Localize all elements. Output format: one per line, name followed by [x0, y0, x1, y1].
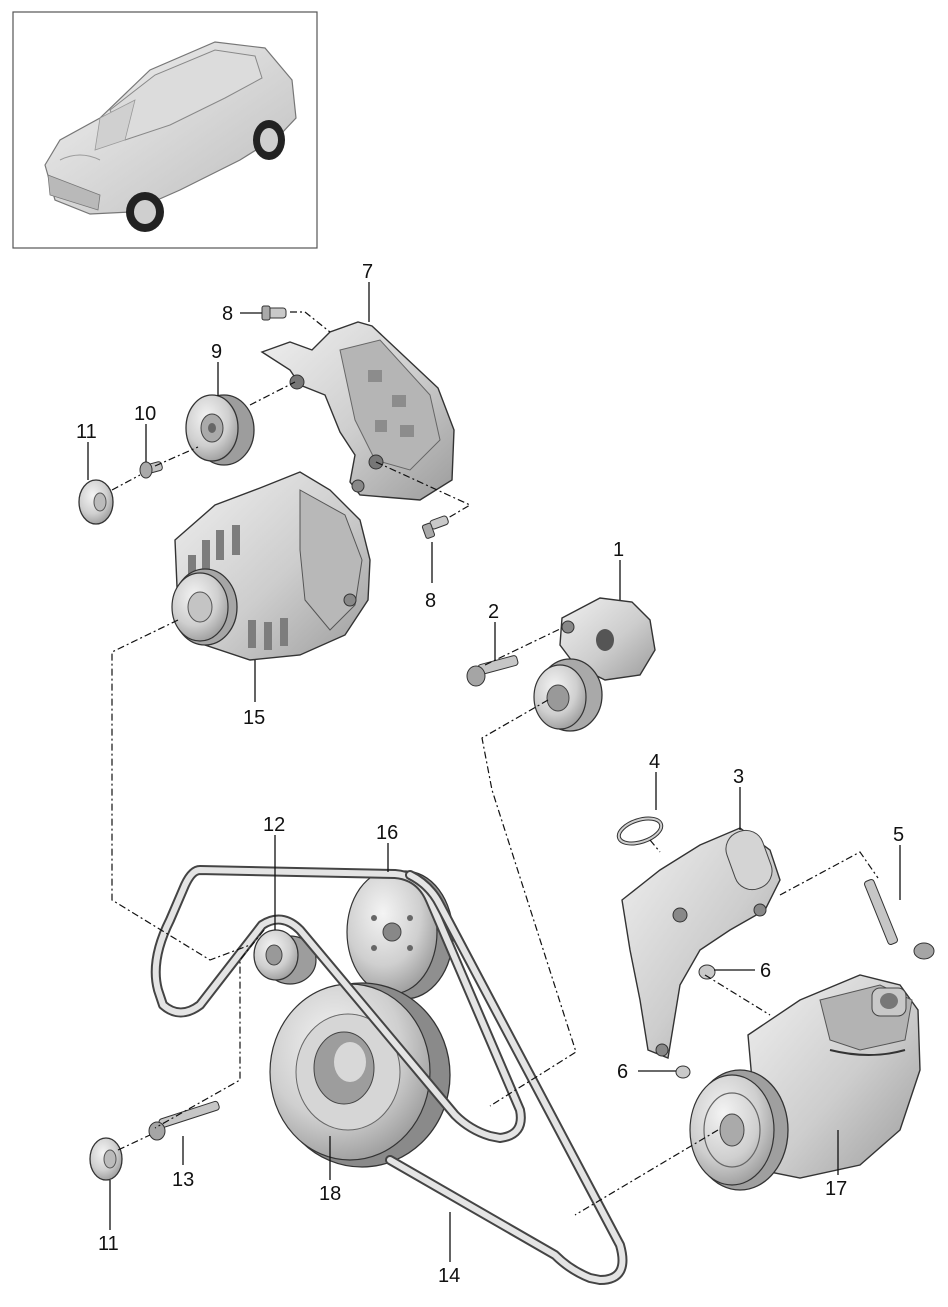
callout-11-upper: 11 [76, 421, 97, 443]
part-2-bolt [466, 655, 519, 687]
leader-lines [87, 282, 901, 1262]
part-18-crank-pulley [269, 982, 451, 1168]
callouts: 7 8 9 10 11 8 1 2 15 4 3 5 12 16 6 6 13 … [76, 261, 904, 1287]
part-8-bolt-upper [261, 305, 287, 321]
callout-5: 5 [893, 824, 904, 846]
vehicle-thumbnail [12, 11, 318, 249]
callout-16: 16 [376, 822, 398, 844]
part-8-bolt-lower [421, 515, 449, 539]
callout-8-lower: 8 [425, 590, 436, 612]
callout-17: 17 [825, 1178, 847, 1200]
part-13-bolt [148, 1100, 220, 1141]
callout-3: 3 [733, 766, 744, 788]
part-6-nut-upper [698, 964, 716, 980]
belt-alternator [150, 865, 526, 1143]
callout-7: 7 [362, 261, 373, 283]
callout-18: 18 [319, 1183, 341, 1205]
callout-1: 1 [613, 539, 624, 561]
callout-12: 12 [263, 814, 285, 836]
part-15-alternator [171, 471, 371, 661]
part-12-idler [253, 929, 317, 985]
part-6-nut-lower [675, 1065, 691, 1079]
part-1-tensioner [533, 597, 656, 732]
callout-9: 9 [211, 341, 222, 363]
part-14-belt [385, 870, 628, 1285]
car-image [44, 41, 297, 232]
part-7-bracket [260, 321, 455, 501]
part-11-cap-upper [78, 479, 114, 525]
part-16-pulley [346, 869, 454, 1000]
assembly-lines [111, 311, 879, 1216]
callout-4: 4 [649, 751, 660, 773]
callout-11-lower: 11 [98, 1233, 119, 1255]
callout-10: 10 [134, 403, 156, 425]
callout-2: 2 [488, 601, 499, 623]
callout-8-upper: 8 [222, 303, 233, 325]
part-9-pulley [185, 394, 255, 466]
callout-15: 15 [243, 707, 265, 729]
callout-13: 13 [172, 1169, 194, 1191]
part-11-cap-lower [89, 1137, 123, 1181]
part-17-ac-compressor [689, 974, 921, 1191]
callout-6-upper: 6 [760, 960, 771, 982]
part-4-oring [616, 816, 664, 846]
callout-14: 14 [438, 1265, 460, 1287]
part-5-bolt [864, 879, 935, 960]
callout-6-lower: 6 [617, 1061, 628, 1083]
part-3-compressor-bracket [621, 827, 781, 1059]
